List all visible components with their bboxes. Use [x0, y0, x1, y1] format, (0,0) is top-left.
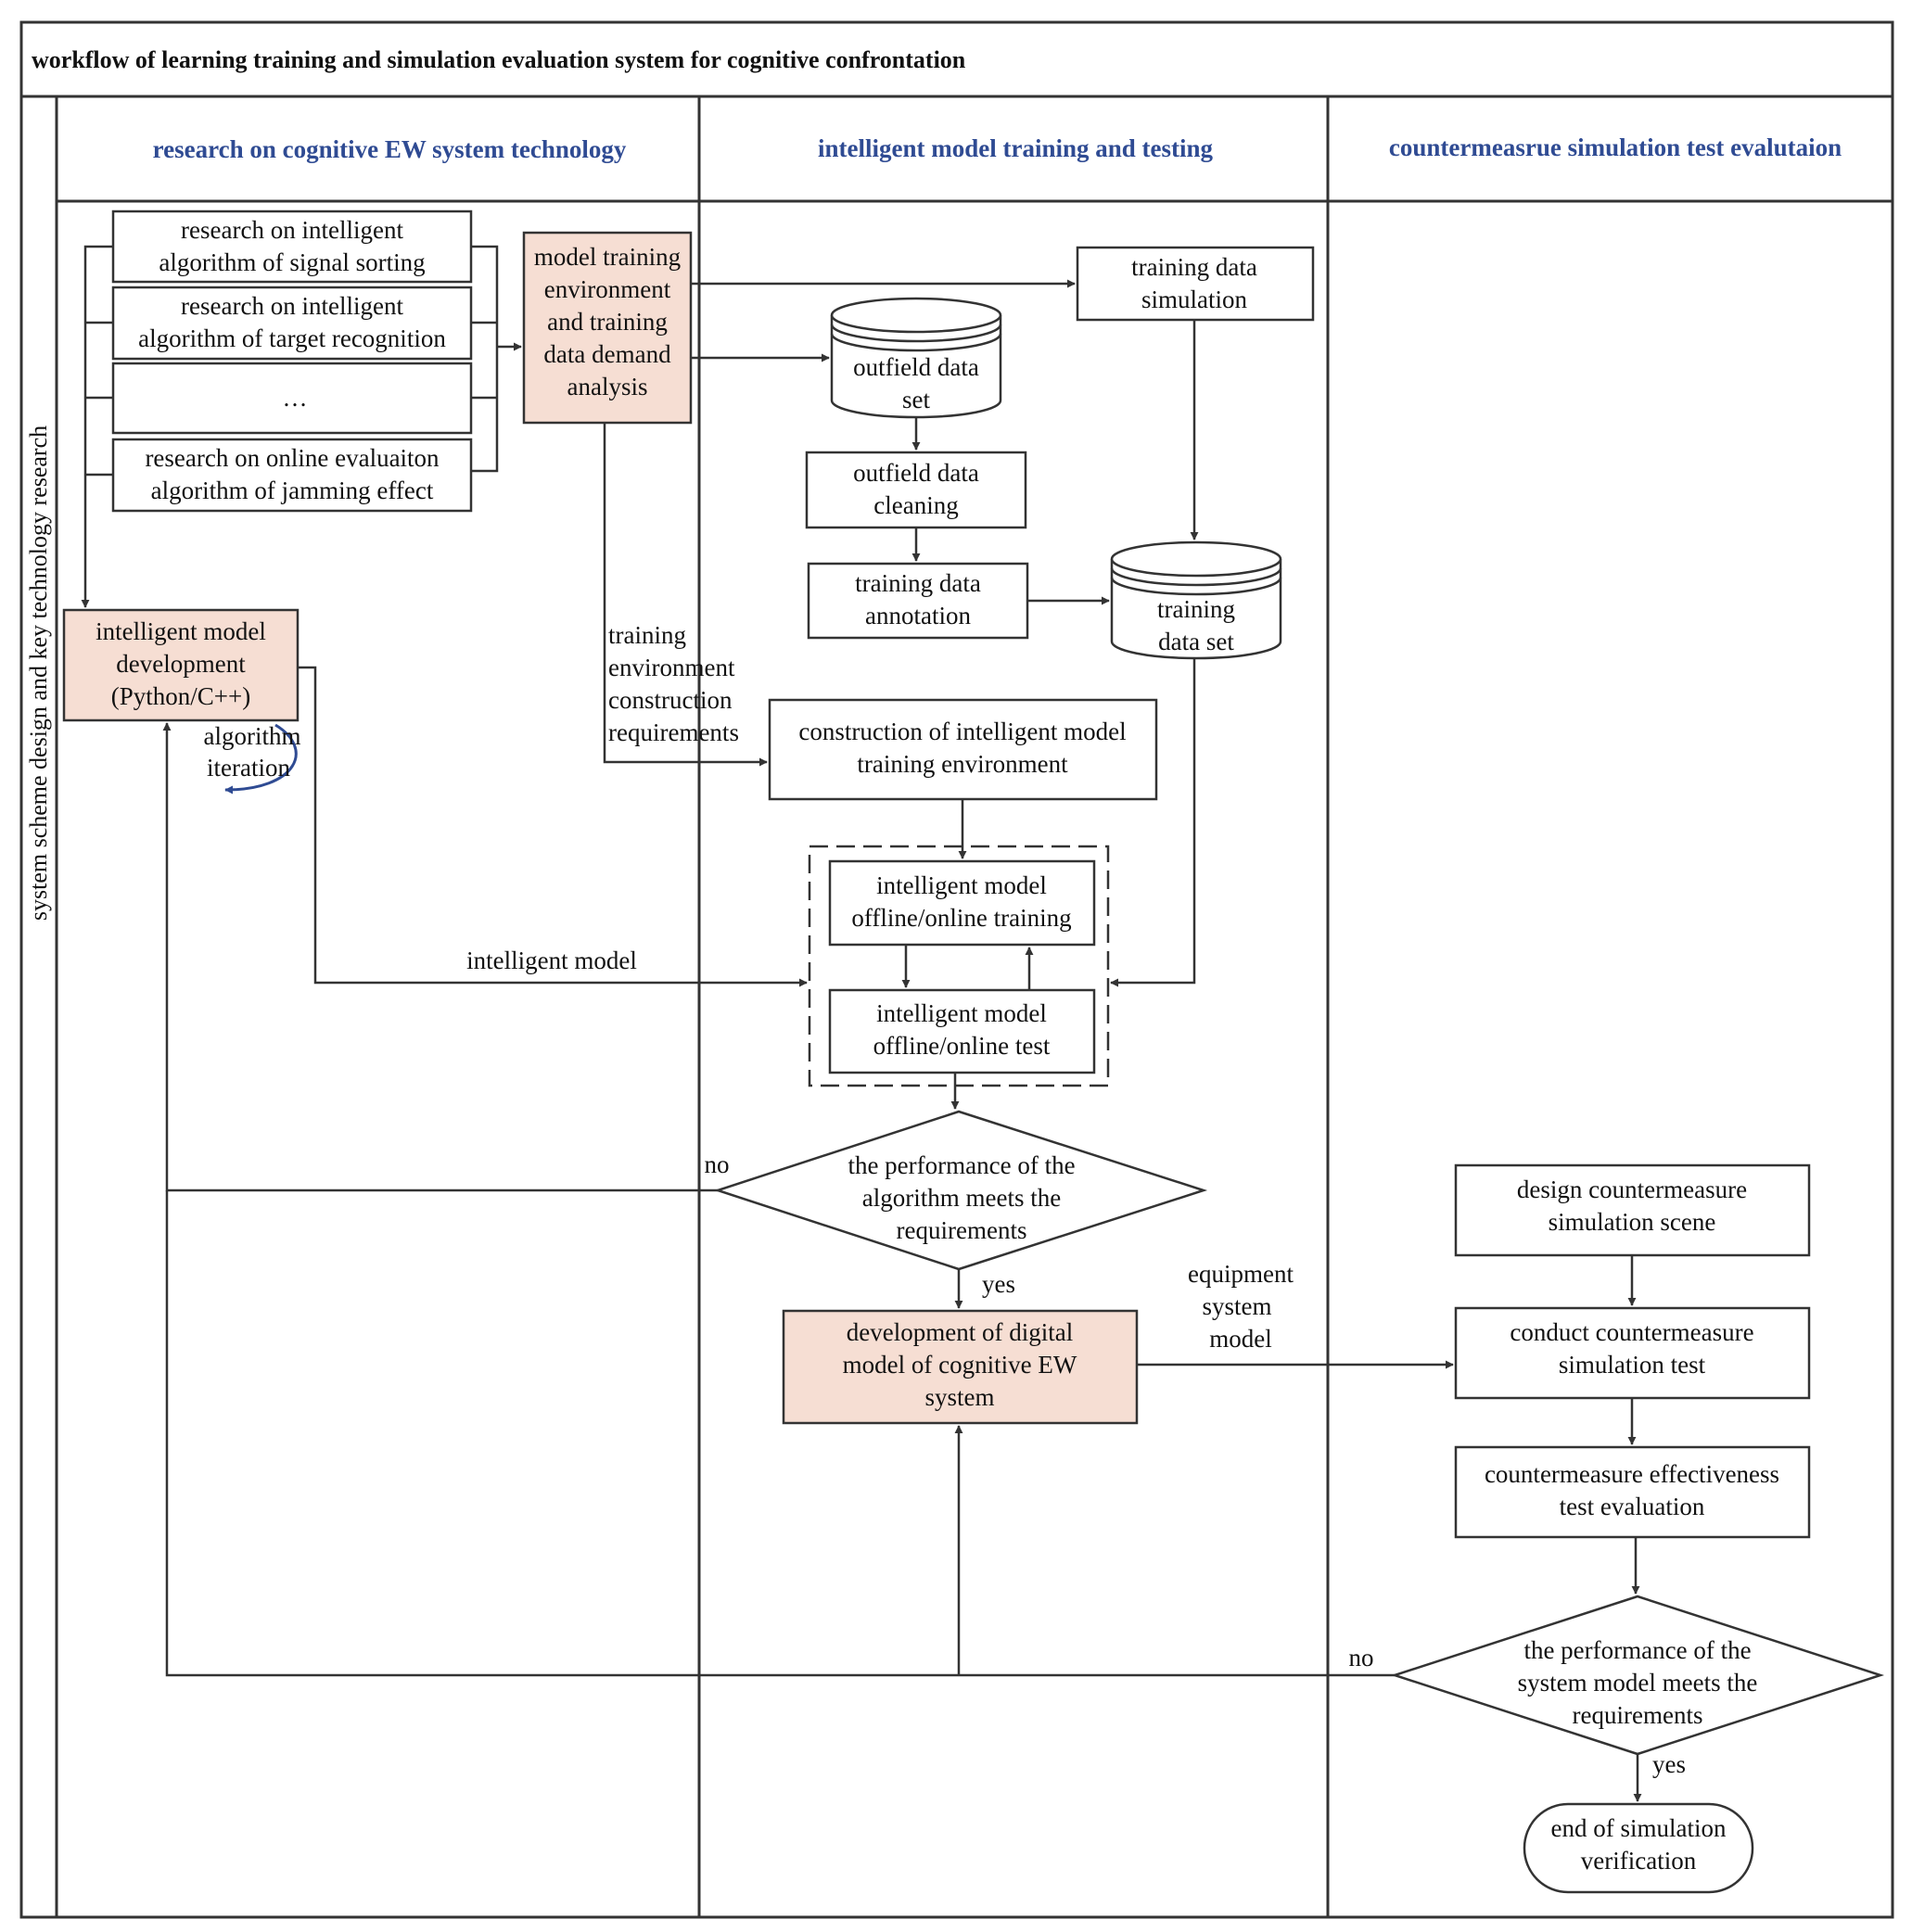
end-of-simulation-terminal [1523, 1802, 1754, 1894]
jamming-effect-research-box [111, 438, 473, 513]
outfield-data-cleaning-box [805, 451, 1027, 529]
yes-label-algorithm: yes [982, 1270, 1015, 1298]
yes-label-system-model: yes [1652, 1750, 1686, 1778]
effectiveness-evaluation-box [1454, 1445, 1811, 1539]
lane-title-training: intelligent model training and testing [818, 134, 1214, 162]
demand-analysis-box [522, 231, 693, 425]
intelligent-model-edge-label: intelligent model [466, 947, 637, 974]
ellipsis-research-text: … [283, 384, 308, 412]
signal-sorting-research-box [111, 210, 473, 284]
conduct-simulation-test-box [1454, 1306, 1811, 1400]
lane-title-simulation: countermeasrue simulation test evalutaio… [1389, 133, 1842, 161]
swimlane-frame [19, 20, 1894, 1919]
offline-online-test-box [828, 988, 1096, 1074]
offline-online-training-box [828, 859, 1096, 947]
training-environment-construction-box [768, 698, 1158, 801]
no-label-system-model: no [1349, 1644, 1374, 1671]
side-lane-label: system scheme design and key technology … [25, 426, 52, 921]
training-test-group [808, 845, 1110, 1087]
model-development-box [62, 608, 300, 722]
lane-title-research: research on cognitive EW system technolo… [153, 135, 627, 163]
digital-model-development-box [782, 1309, 1139, 1425]
design-simulation-scene-box [1454, 1163, 1811, 1257]
connectors [81, 245, 1642, 1802]
training-data-simulation-box [1076, 246, 1315, 322]
no-label-algorithm: no [705, 1150, 730, 1178]
algorithm-iteration-loop-arrow [224, 723, 298, 794]
diagram-title: workflow of learning training and simula… [32, 46, 966, 73]
